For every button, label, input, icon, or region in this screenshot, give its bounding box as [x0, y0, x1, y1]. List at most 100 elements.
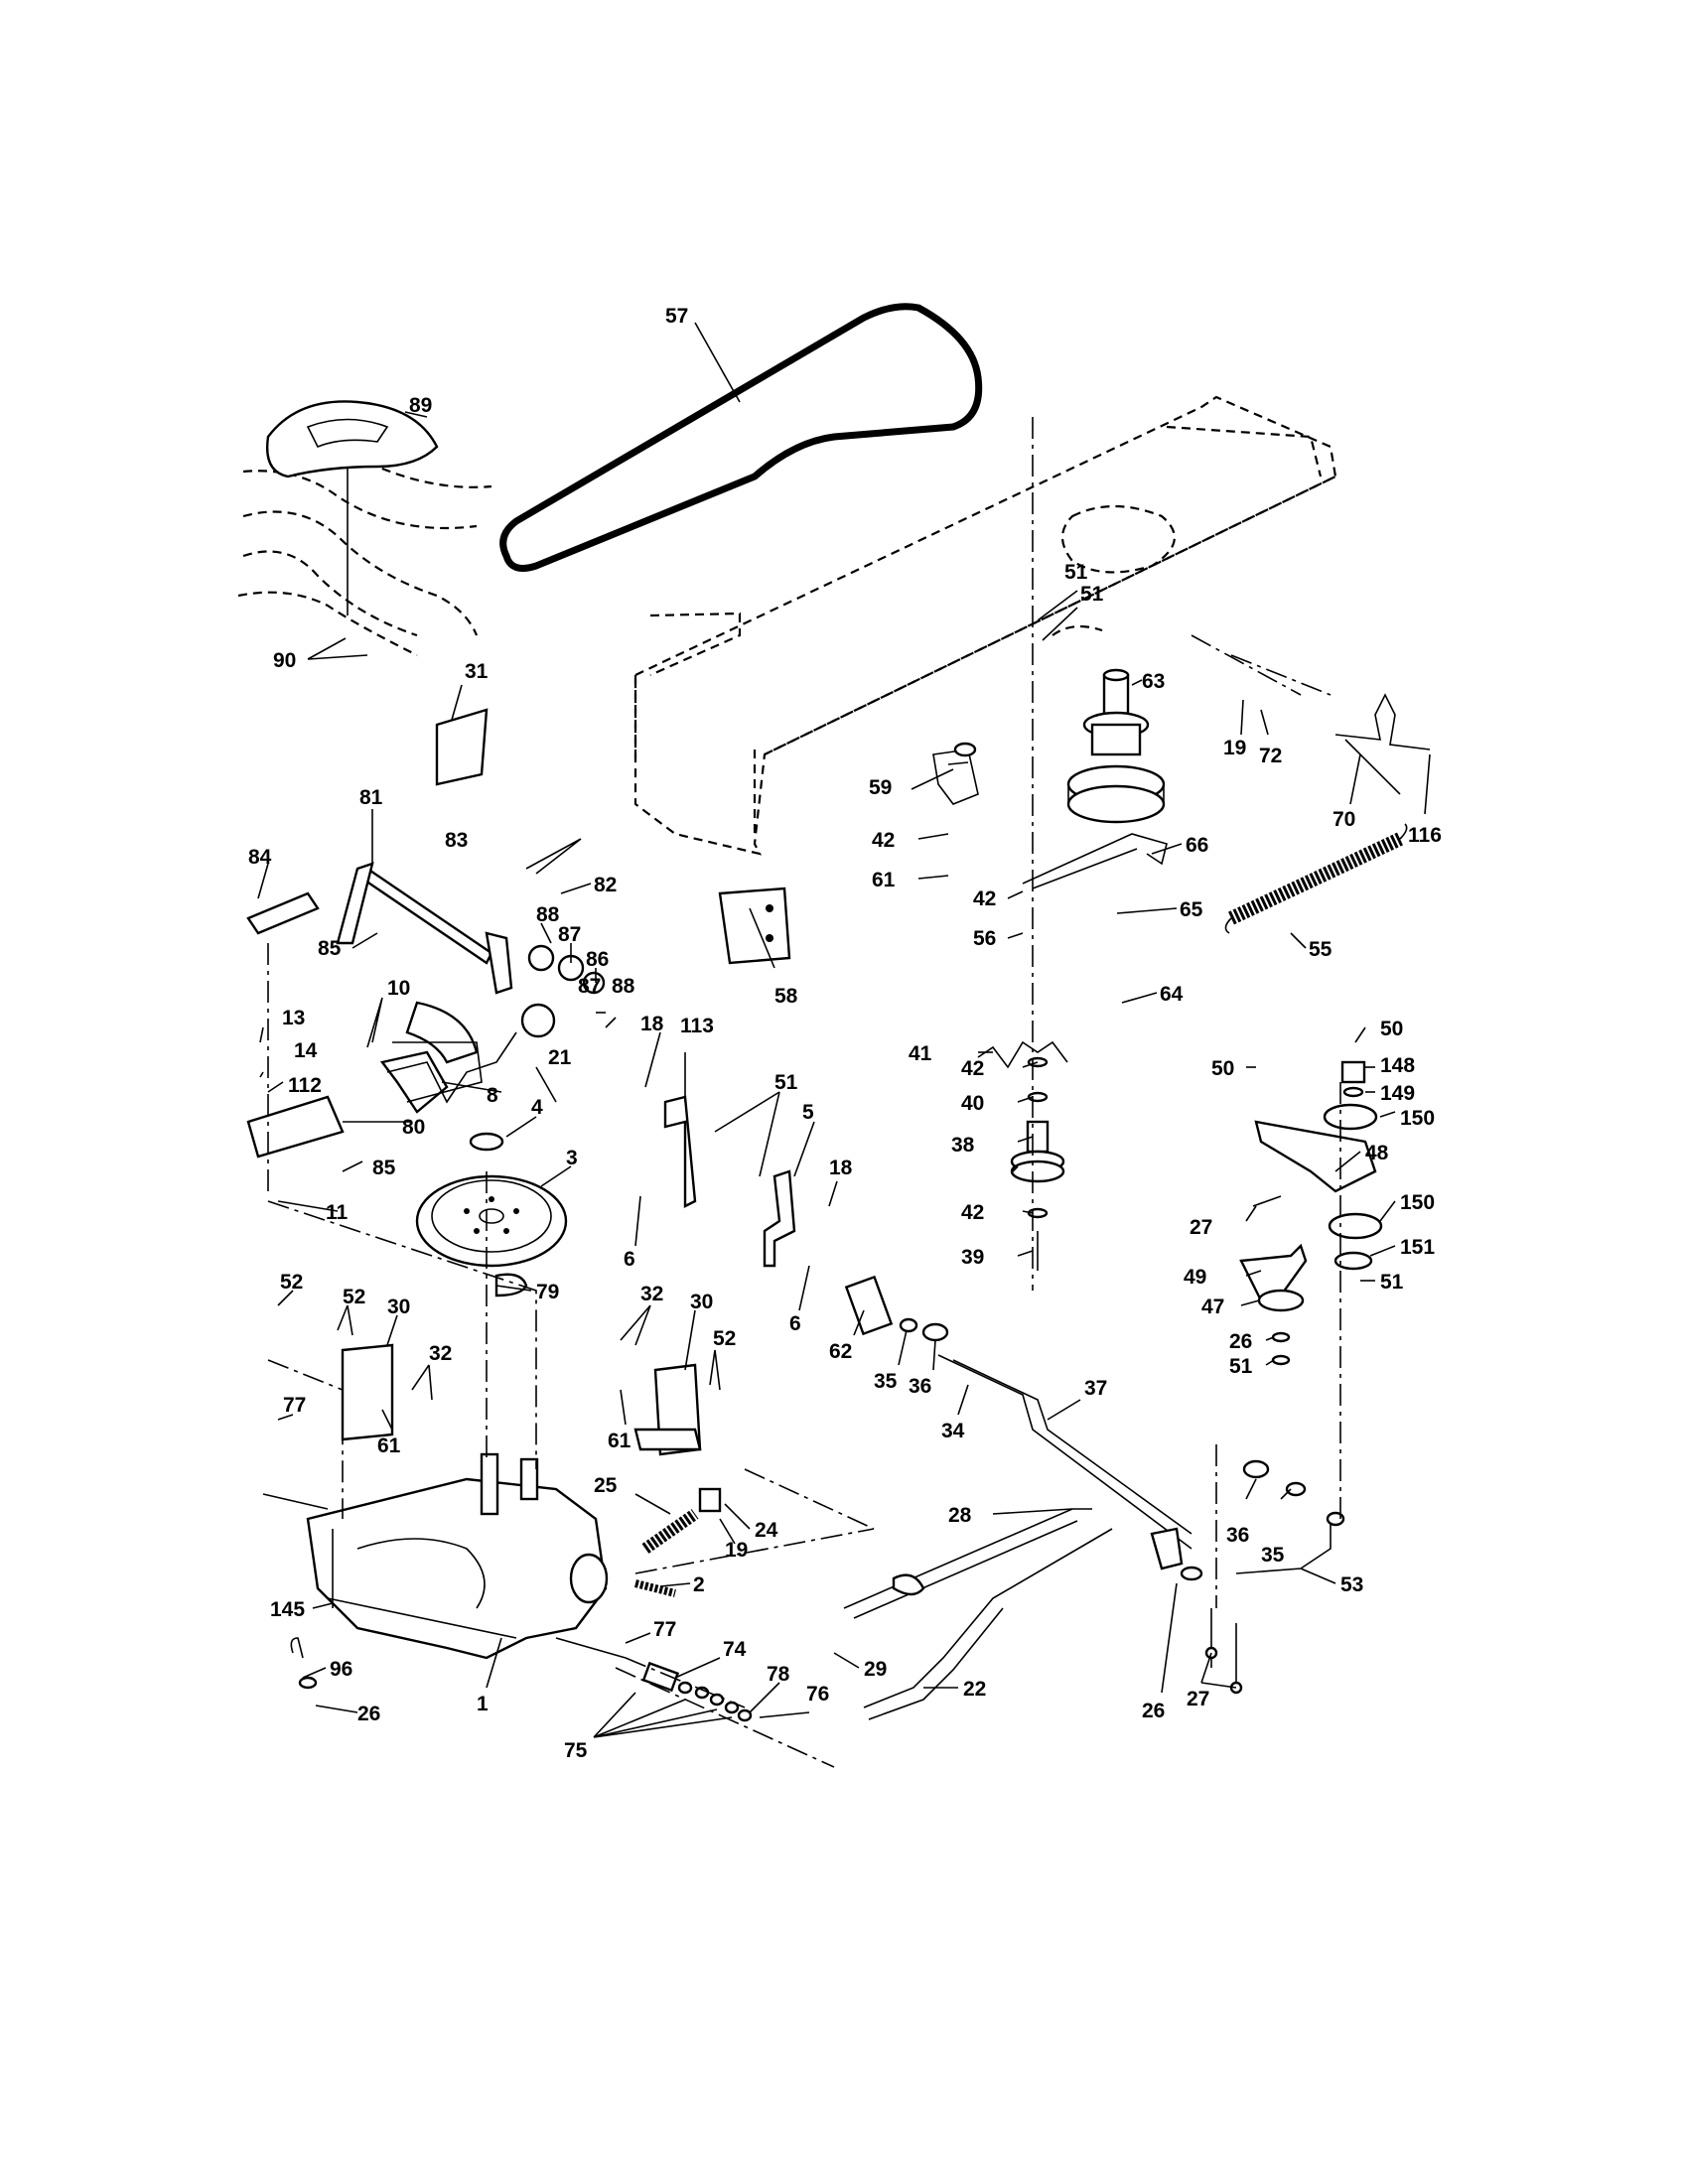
callout-76: 76: [806, 1683, 829, 1706]
callout-26: 26: [1229, 1330, 1252, 1353]
centerlines: [267, 417, 1341, 1768]
collar: [698, 1487, 722, 1513]
callout-35: 35: [1261, 1544, 1285, 1567]
callout-61: 61: [608, 1430, 632, 1452]
callout-112: 112: [288, 1074, 322, 1097]
callout-13: 13: [282, 1007, 305, 1029]
callout-36: 36: [1226, 1524, 1249, 1547]
callout-85: 85: [318, 937, 342, 960]
extension-spring: [1224, 823, 1408, 934]
belt-guide: [1334, 693, 1431, 795]
callout-52: 52: [280, 1271, 303, 1294]
callout-56: 56: [973, 927, 996, 950]
idler-arm: [1022, 833, 1168, 889]
callout-35: 35: [874, 1370, 898, 1393]
transaxle: [262, 1452, 627, 1660]
callout-83: 83: [445, 829, 468, 852]
callout-87: 87: [558, 923, 581, 946]
callout-42: 42: [973, 887, 996, 910]
callout-86: 86: [586, 948, 609, 971]
deflector-bracket: [435, 708, 489, 786]
callout-52: 52: [713, 1327, 736, 1350]
key: [494, 1273, 528, 1297]
callout-61: 61: [872, 869, 896, 891]
callout-42: 42: [872, 829, 895, 852]
callout-51: 51: [1080, 583, 1104, 606]
callout-150: 150: [1400, 1191, 1435, 1214]
callout-96: 96: [330, 1658, 352, 1681]
leader-lines: [257, 322, 1431, 1738]
callout-27: 27: [1190, 1216, 1212, 1239]
spindle-stack: [977, 1040, 1068, 1271]
callout-52: 52: [343, 1286, 365, 1308]
callout-57: 57: [665, 305, 688, 328]
callout-66: 66: [1186, 834, 1208, 857]
callout-18: 18: [829, 1157, 853, 1179]
callout-21: 21: [548, 1046, 572, 1069]
callout-37: 37: [1084, 1377, 1107, 1400]
callout-27: 27: [1187, 1688, 1209, 1710]
callout-6: 6: [789, 1312, 801, 1335]
callout-151: 151: [1400, 1236, 1435, 1259]
callout-1: 1: [477, 1693, 489, 1715]
callout-5: 5: [802, 1101, 814, 1124]
callout-29: 29: [864, 1658, 887, 1681]
callout-51: 51: [774, 1071, 798, 1094]
callout-numbers: 57 89 90 31 51 51 63 19 72 70 116 59 42 …: [248, 305, 1442, 1762]
callout-26: 26: [357, 1703, 380, 1725]
callout-42: 42: [961, 1057, 984, 1080]
callout-4: 4: [531, 1096, 543, 1119]
callout-41: 41: [909, 1042, 932, 1065]
callout-55: 55: [1309, 938, 1333, 961]
idler-bracket: [932, 749, 979, 805]
callout-34: 34: [941, 1420, 965, 1442]
callout-2: 2: [693, 1573, 705, 1596]
callout-149: 149: [1380, 1082, 1415, 1105]
transaxle-pulley: [415, 1174, 568, 1268]
chassis-frame: [633, 395, 1337, 856]
callout-63: 63: [1142, 670, 1165, 693]
callout-11: 11: [326, 1201, 349, 1224]
retaining-ring: [469, 1132, 504, 1152]
callout-8: 8: [487, 1084, 498, 1107]
callout-84: 84: [248, 846, 272, 869]
callout-58: 58: [774, 985, 798, 1008]
idler-pulley-assembly: [1066, 668, 1166, 824]
callout-79: 79: [536, 1281, 559, 1303]
callout-28: 28: [948, 1504, 972, 1527]
callout-42: 42: [961, 1201, 984, 1224]
brake-rods: [843, 1354, 1345, 1720]
bracket-58: [718, 887, 791, 965]
shift-rod: [386, 1031, 517, 1104]
shift-lever-assembly: [246, 862, 606, 1159]
callout-50: 50: [1380, 1018, 1403, 1040]
callout-22: 22: [963, 1678, 986, 1701]
callout-10: 10: [387, 977, 410, 1000]
callout-81: 81: [359, 786, 383, 809]
callout-49: 49: [1184, 1266, 1206, 1289]
callout-77: 77: [283, 1394, 306, 1417]
callout-19: 19: [1223, 737, 1246, 759]
callout-31: 31: [465, 660, 489, 683]
callout-77: 77: [653, 1618, 676, 1641]
callout-82: 82: [594, 874, 617, 896]
callout-51: 51: [1064, 561, 1088, 584]
callout-32: 32: [640, 1283, 663, 1305]
callout-80: 80: [402, 1116, 425, 1139]
callout-30: 30: [690, 1291, 713, 1313]
callout-88: 88: [536, 903, 560, 926]
callout-59: 59: [869, 776, 892, 799]
bracket-5: [763, 1169, 796, 1268]
callout-47: 47: [1201, 1296, 1224, 1318]
callout-70: 70: [1333, 808, 1355, 831]
callout-75: 75: [564, 1739, 588, 1762]
callout-61: 61: [377, 1434, 401, 1457]
callout-24: 24: [755, 1519, 778, 1542]
callout-40: 40: [961, 1092, 984, 1115]
idler-bracket-assembly: [1239, 1060, 1383, 1366]
callout-19: 19: [725, 1539, 748, 1562]
callout-6: 6: [624, 1248, 635, 1271]
callout-48: 48: [1365, 1142, 1389, 1164]
callout-148: 148: [1380, 1054, 1415, 1077]
callout-78: 78: [767, 1663, 790, 1686]
